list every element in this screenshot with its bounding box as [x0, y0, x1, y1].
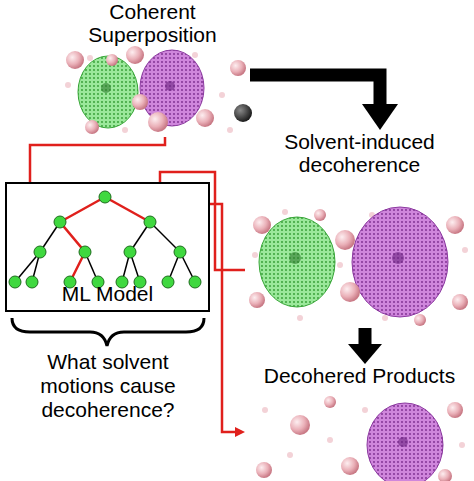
process-arrow	[250, 75, 398, 130]
connector-line	[210, 204, 235, 432]
model-box: ML Model	[5, 182, 210, 312]
panel-heading: Decohered Products	[245, 364, 474, 387]
connector-line	[160, 172, 245, 270]
connector-line	[30, 137, 165, 182]
model-link	[160, 172, 245, 270]
curly-brace	[12, 318, 204, 346]
question-note: What solvent motions cause decoherence?	[8, 350, 208, 422]
coherent-state-image	[66, 46, 252, 134]
arrow-head	[348, 344, 382, 364]
model-link	[30, 137, 165, 182]
image-panel: Coherent Superposition	[55, 0, 250, 137]
panel-heading: Coherent Superposition	[55, 0, 250, 46]
connector-line	[250, 75, 380, 104]
connector-line	[359, 328, 372, 344]
panel-heading: Solvent-induced decoherence	[245, 130, 474, 176]
model-link	[210, 204, 245, 437]
decoherence-image	[249, 207, 468, 326]
arrow-head	[235, 427, 245, 437]
decision-tree	[9, 191, 201, 288]
box-label: ML Model	[7, 282, 208, 306]
process-arrow	[348, 328, 382, 364]
decohered-products-image	[256, 396, 463, 481]
image-panel: Decohered Products	[245, 364, 474, 481]
arrow-head	[362, 104, 398, 130]
image-panel: Solvent-induced decoherence	[245, 130, 474, 328]
